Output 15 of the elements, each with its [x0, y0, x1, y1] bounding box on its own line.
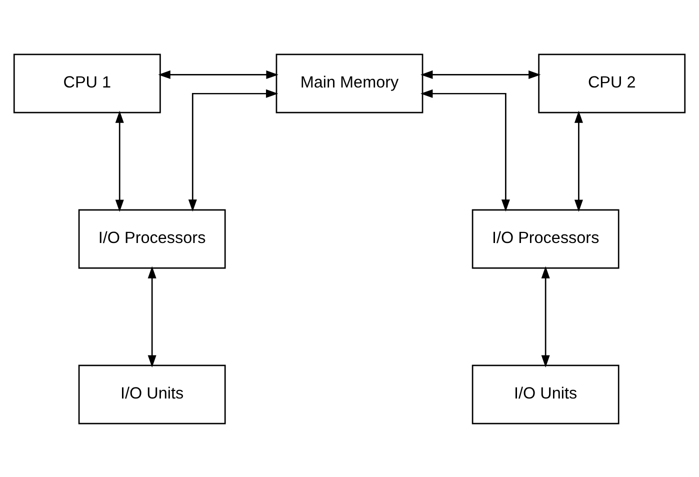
arrow [574, 110, 583, 212]
node-box: I/O Processors [472, 208, 620, 268]
node-box: CPU 1 [13, 53, 161, 113]
node-box: Main Memory [276, 53, 424, 113]
arrow [420, 88, 510, 212]
node-box: I/O Units [78, 364, 226, 424]
arrow [188, 88, 278, 212]
node-box: I/O Processors [78, 208, 226, 268]
arrow [115, 110, 124, 212]
arrow [158, 70, 278, 78]
node-box: I/O Units [472, 364, 620, 424]
arrow [148, 266, 156, 367]
node-box: CPU 2 [538, 53, 686, 113]
arrow [541, 266, 550, 367]
arrow [420, 70, 541, 78]
